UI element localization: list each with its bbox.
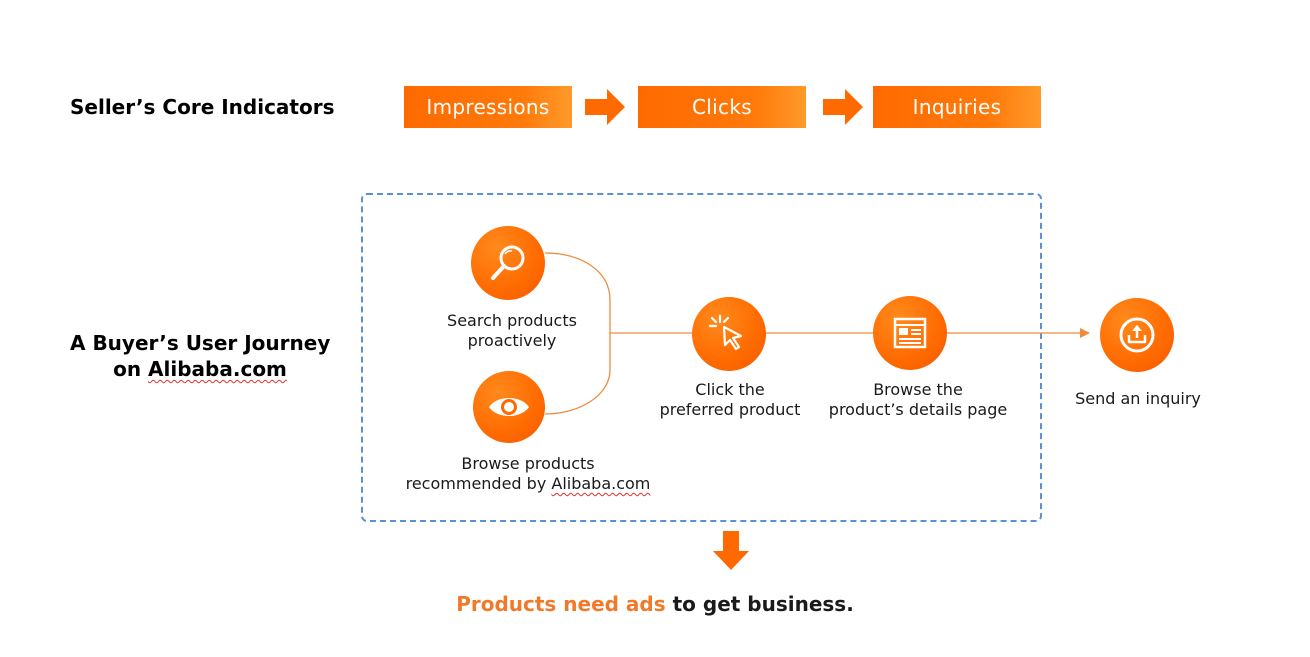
browse-recommended-step-label: Browse products recommended by Alibaba.c…	[388, 454, 668, 494]
details-step-label: Browse the product’s details page	[808, 380, 1028, 420]
browse-recommended-line1: Browse products	[461, 454, 595, 473]
search-icon	[491, 245, 525, 280]
buyer-journey-title: A Buyer’s User Journey on Alibaba.com	[70, 330, 330, 382]
details-step-circle	[873, 296, 947, 370]
click-step-label: Click the preferred product	[640, 380, 820, 420]
search-step-line1: Search products	[447, 311, 577, 330]
site-name: Alibaba.com	[148, 357, 287, 381]
conclusion-text: Products need ads to get business.	[0, 592, 1310, 616]
title-prefix: on	[113, 357, 149, 381]
eye-icon	[489, 398, 529, 416]
inquiry-step-circle	[1100, 298, 1174, 372]
inquiry-step-label: Send an inquiry	[1058, 389, 1218, 409]
search-step-circle	[471, 226, 545, 300]
inquiries-label: Inquiries	[912, 95, 1002, 119]
buyer-journey-title-line2: on Alibaba.com	[70, 356, 330, 382]
arrow-right-icon	[823, 89, 863, 125]
clicks-box: Clicks	[638, 86, 806, 128]
browse-recommended-step-circle	[473, 371, 545, 443]
arrow-down-icon	[713, 531, 749, 570]
seller-indicators-title: Seller’s Core Indicators	[70, 95, 335, 119]
upload-icon	[1119, 317, 1155, 353]
search-step-line2: proactively	[467, 331, 557, 350]
click-step-circle	[692, 297, 766, 371]
inquiry-step-line1: Send an inquiry	[1075, 389, 1201, 408]
journey-frame	[361, 193, 1042, 522]
buyer-journey-title-line1: A Buyer’s User Journey	[70, 331, 331, 355]
click-step-line2: preferred product	[659, 400, 801, 419]
impressions-box: Impressions	[404, 86, 572, 128]
browse-recommended-prefix: recommended by	[405, 474, 552, 493]
webpage-icon	[893, 317, 927, 349]
arrow-right-icon	[585, 89, 625, 125]
search-step-label: Search products proactively	[422, 311, 602, 351]
conclusion-rest: to get business.	[665, 592, 854, 616]
browse-recommended-line2: recommended by Alibaba.com	[388, 474, 668, 494]
clicks-label: Clicks	[692, 95, 752, 119]
browse-recommended-site: Alibaba.com	[551, 474, 651, 493]
inquiries-box: Inquiries	[873, 86, 1041, 128]
details-step-line2: product’s details page	[828, 400, 1008, 419]
cursor-click-icon	[708, 314, 743, 351]
conclusion-accent: Products need ads	[456, 592, 666, 616]
impressions-label: Impressions	[426, 95, 550, 119]
details-step-line1: Browse the	[873, 380, 963, 399]
click-step-line1: Click the	[695, 380, 765, 399]
